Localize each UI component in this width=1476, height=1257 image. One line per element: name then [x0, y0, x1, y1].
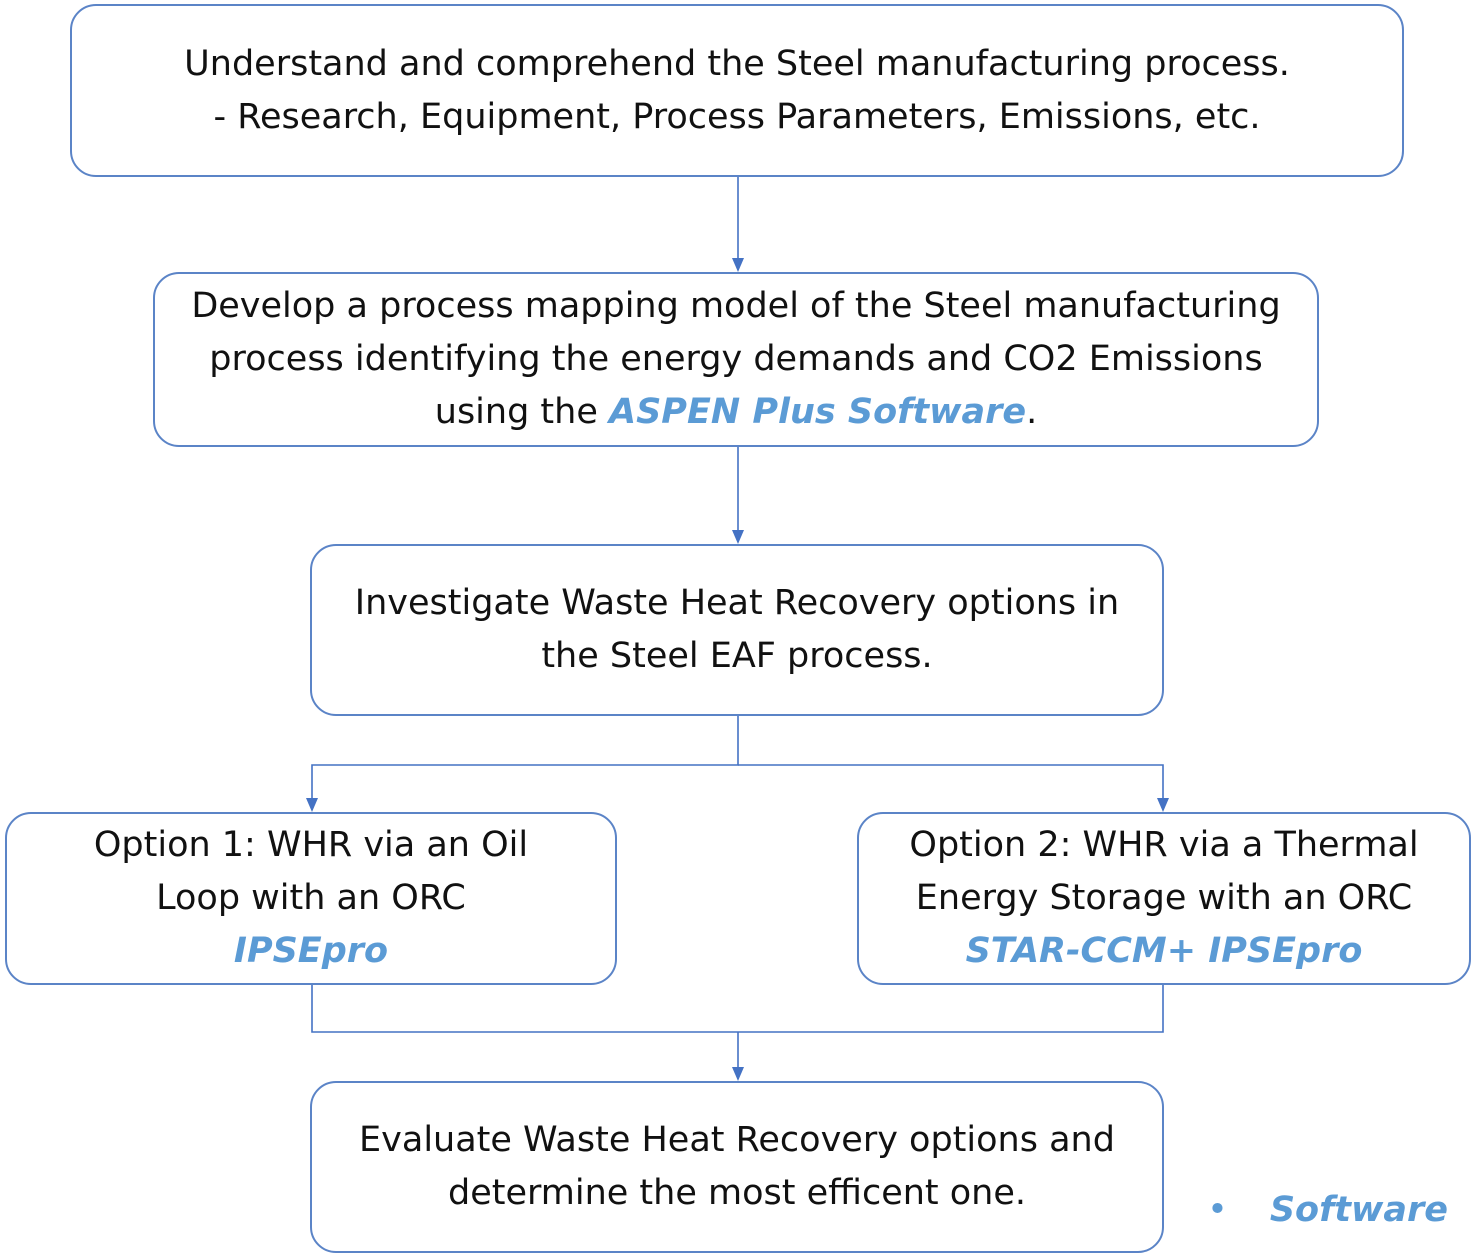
- step-option1-box: Option 1: WHR via an Oil Loop with an OR…: [5, 812, 617, 985]
- step-evaluate-box: Evaluate Waste Heat Recovery options and…: [310, 1081, 1164, 1253]
- legend-bullet: •: [1207, 1190, 1228, 1230]
- option2-line-1: Option 2: WHR via a Thermal: [909, 825, 1419, 865]
- option2-line-2: Energy Storage with an ORC: [915, 878, 1413, 918]
- split-connector: [306, 716, 739, 812]
- develop-software-label: ASPEN Plus Software: [609, 392, 1027, 432]
- investigate-line-1: Investigate Waste Heat Recovery options …: [354, 583, 1120, 623]
- step-develop-box: Develop a process mapping model of the S…: [153, 272, 1319, 447]
- option1-software-label: IPSEpro: [233, 931, 389, 971]
- develop-line-1: Develop a process mapping model of the S…: [191, 286, 1281, 326]
- option1-line-1: Option 1: WHR via an Oil: [93, 825, 529, 865]
- develop-line-3-prefix: using the: [434, 392, 609, 432]
- split-connector-right: [738, 764, 1169, 812]
- investigate-line-2: the Steel EAF process.: [541, 636, 933, 676]
- evaluate-line-1: Evaluate Waste Heat Recovery options and: [359, 1120, 1115, 1160]
- develop-line-2: process identifying the energy demands a…: [209, 339, 1263, 379]
- option2-software-label: STAR-CCM+ IPSEpro: [965, 931, 1363, 971]
- develop-line-3: using the ASPEN Plus Software.: [435, 386, 1037, 439]
- develop-line-3-suffix: .: [1026, 392, 1038, 432]
- legend-software-label: Software: [1269, 1190, 1448, 1230]
- understand-line-2: - Research, Equipment, Process Parameter…: [213, 96, 1261, 137]
- option1-line-2: Loop with an ORC: [156, 878, 466, 918]
- software-legend: • Software: [1207, 1186, 1448, 1234]
- step-investigate-box: Investigate Waste Heat Recovery options …: [310, 544, 1164, 716]
- understand-line-1: Understand and comprehend the Steel manu…: [184, 43, 1290, 84]
- evaluate-line-2: determine the most efficent one.: [447, 1173, 1027, 1213]
- step-understand-box: Understand and comprehend the Steel manu…: [70, 4, 1404, 177]
- step-option2-box: Option 2: WHR via a Thermal Energy Stora…: [857, 812, 1471, 985]
- merge-connector: [311, 985, 1164, 1033]
